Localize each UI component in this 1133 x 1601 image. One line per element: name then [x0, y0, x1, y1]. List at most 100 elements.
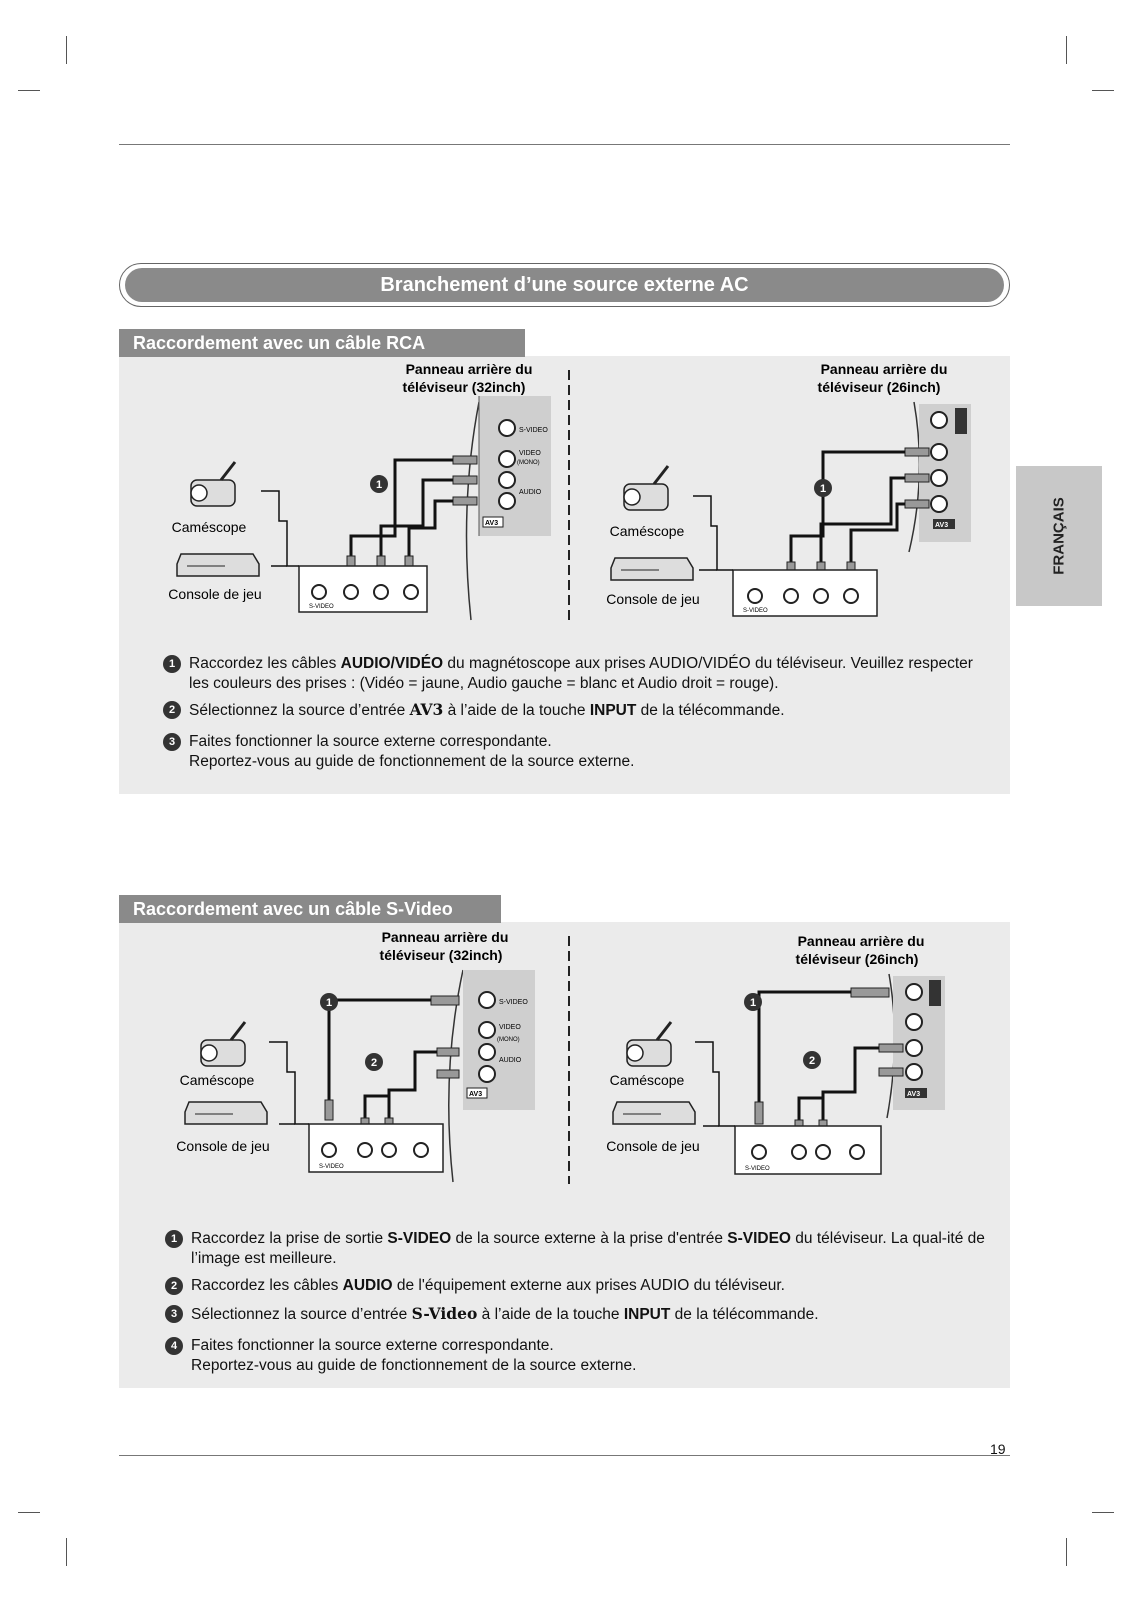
step-number: 1 — [163, 655, 181, 673]
svg-text:S-VIDEO: S-VIDEO — [743, 608, 768, 614]
rca-step-2: 2 Sélectionnez la source d’entrée AV3 à … — [163, 700, 989, 721]
step-number: 3 — [163, 733, 181, 751]
rca-diagram: Panneau arrière du téléviseur (32inch) S… — [168, 361, 971, 624]
audio-r-jack — [905, 1063, 923, 1081]
svg-text:VIDEO: VIDEO — [499, 1024, 521, 1031]
svg-text:(MONO): (MONO) — [497, 1037, 520, 1043]
svg-text:Caméscope: Caméscope — [610, 523, 685, 539]
crop-mark — [1092, 90, 1114, 91]
svideo-jack — [498, 419, 516, 437]
game-console-icon — [612, 1101, 696, 1125]
crop-mark — [1066, 1538, 1067, 1566]
video-jack — [905, 1013, 923, 1031]
svg-text:Caméscope: Caméscope — [180, 1072, 255, 1088]
svg-text:2: 2 — [809, 1055, 815, 1067]
crop-mark — [1066, 36, 1067, 64]
svideo-step-1: 1 Raccordez la prise de sortie S-VIDEO d… — [165, 1229, 991, 1269]
audio-l-jack — [905, 1039, 923, 1057]
step-number: 2 — [163, 701, 181, 719]
rca-right-diagram: Panneau arrière du téléviseur (26inch) A… — [606, 361, 971, 617]
crop-mark — [66, 36, 67, 64]
svg-text:S-VIDEO: S-VIDEO — [519, 427, 548, 434]
game-console-icon — [610, 557, 694, 581]
step-number: 4 — [165, 1337, 183, 1355]
step-number: 2 — [165, 1277, 183, 1295]
svideo-diagram: Panneau arrière du téléviseur (32inch) S… — [176, 929, 945, 1184]
audio-l-jack — [930, 469, 948, 487]
rca-left-diagram: Panneau arrière du téléviseur (32inch) S… — [168, 361, 551, 621]
top-rule — [119, 144, 1010, 145]
camcorder-icon — [623, 465, 670, 511]
svg-text:Console de jeu: Console de jeu — [168, 586, 261, 602]
step-marker — [320, 993, 338, 1011]
video-jack — [498, 450, 516, 468]
tv-panel-label: téléviseur (26inch) — [796, 951, 919, 967]
camcorder-icon — [190, 461, 237, 507]
language-tab-label: FRANÇAIS — [1050, 497, 1068, 575]
video-jack — [478, 1021, 496, 1039]
svideo-step-3: 3 Sélectionnez la source d’entrée S-Vide… — [165, 1304, 991, 1325]
page-title: Branchement d’une source externe AC — [125, 268, 1004, 302]
svg-text:1: 1 — [820, 483, 826, 495]
svg-text:S-VIDEO: S-VIDEO — [319, 1164, 344, 1170]
svg-text:AV3: AV3 — [935, 522, 948, 529]
svg-text:1: 1 — [376, 479, 382, 491]
tv-panel-label: Panneau arrière du — [382, 929, 509, 945]
svg-text:S-VIDEO: S-VIDEO — [499, 999, 528, 1006]
svg-text:S-VIDEO: S-VIDEO — [745, 1166, 770, 1172]
svg-text:Console de jeu: Console de jeu — [176, 1138, 269, 1154]
svideo-jack — [905, 983, 923, 1001]
svg-text:AUDIO: AUDIO — [499, 1057, 522, 1064]
svg-text:VIDEO: VIDEO — [519, 450, 541, 457]
tv-panel-label: téléviseur (26inch) — [818, 379, 941, 395]
tv-panel-label: téléviseur (32inch) — [380, 947, 503, 963]
tv-panel-label: Panneau arrière du — [798, 933, 925, 949]
svg-text:2: 2 — [371, 1057, 377, 1069]
svg-text:S-VIDEO: S-VIDEO — [309, 604, 334, 610]
step-number: 3 — [165, 1305, 183, 1323]
svg-text:(MONO): (MONO) — [517, 460, 540, 466]
tv-panel-label: Panneau arrière du — [406, 361, 533, 377]
tv-rear-panel — [465, 401, 480, 621]
page-title-banner: Branchement d’une source externe AC — [119, 263, 1010, 307]
page-number: 19 — [990, 1441, 1006, 1457]
svideo-left-diagram: Panneau arrière du téléviseur (32inch) S… — [176, 929, 535, 1183]
camcorder-icon — [626, 1021, 673, 1067]
svideo-step-2: 2 Raccordez les câbles AUDIO de l'équipe… — [165, 1276, 991, 1296]
svideo-section-heading: Raccordement avec un câble S-Video — [119, 895, 501, 923]
svg-text:AV3: AV3 — [469, 1091, 482, 1098]
step-marker — [365, 1053, 383, 1071]
step-number: 1 — [165, 1230, 183, 1248]
svideo-step-4: 4 Faites fonctionner la source externe c… — [165, 1336, 991, 1376]
tv-panel-label: téléviseur (32inch) — [403, 379, 526, 395]
svg-text:AV3: AV3 — [485, 520, 498, 527]
svideo-right-diagram: Panneau arrière du téléviseur (26inch) A… — [606, 933, 945, 1175]
svg-text:Console de jeu: Console de jeu — [606, 591, 699, 607]
crop-mark — [18, 1512, 40, 1513]
audio-r-jack — [930, 495, 948, 513]
svideo-jack — [930, 411, 948, 429]
svg-text:Caméscope: Caméscope — [172, 519, 247, 535]
svideo-jack — [478, 991, 496, 1009]
svg-text:AV3: AV3 — [907, 1091, 920, 1098]
step-marker — [814, 479, 832, 497]
crop-mark — [18, 90, 40, 91]
step-marker — [744, 993, 762, 1011]
rca-step-3: 3 Faites fonctionner la source externe c… — [163, 732, 989, 772]
svg-text:1: 1 — [750, 997, 756, 1009]
audio-r-jack — [478, 1065, 496, 1083]
step-marker — [370, 475, 388, 493]
svg-text:Console de jeu: Console de jeu — [606, 1138, 699, 1154]
language-tab: FRANÇAIS — [1016, 466, 1102, 606]
audio-r-jack — [498, 492, 516, 510]
game-console-icon — [184, 1101, 268, 1125]
step-marker — [803, 1051, 821, 1069]
tv-panel-label: Panneau arrière du — [821, 361, 948, 377]
camcorder-icon — [200, 1021, 247, 1067]
game-console-icon — [176, 553, 260, 577]
crop-mark — [66, 1538, 67, 1566]
audio-l-jack — [478, 1043, 496, 1061]
svg-text:1: 1 — [326, 997, 332, 1009]
rca-section-heading: Raccordement avec un câble RCA — [119, 329, 525, 357]
crop-mark — [1092, 1512, 1114, 1513]
